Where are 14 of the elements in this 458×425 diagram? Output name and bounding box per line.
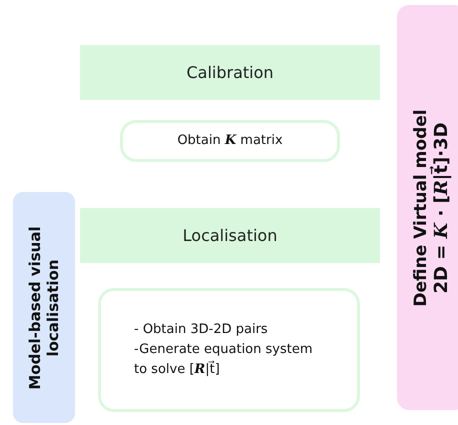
model-panel — [397, 5, 458, 410]
panel-title: Define Virtual model — [411, 108, 431, 308]
equation-text: 2D = K · [R|t⃗]·3D — [431, 120, 453, 296]
stage-band — [80, 208, 380, 263]
step-text: -Generate equation system to solve [R|t⃗] — [134, 340, 314, 380]
step-box — [98, 288, 360, 412]
step-text: Obtain K matrix — [177, 132, 283, 150]
stage-title: Calibration — [186, 63, 274, 82]
panel-title: Model-based visual localisation — [26, 224, 62, 392]
side-panel — [13, 192, 75, 423]
stage-title: Localisation — [182, 226, 278, 245]
step-box — [120, 120, 340, 162]
stage-band — [80, 45, 380, 100]
step-text: - Obtain 3D-2D pairs — [134, 320, 269, 339]
